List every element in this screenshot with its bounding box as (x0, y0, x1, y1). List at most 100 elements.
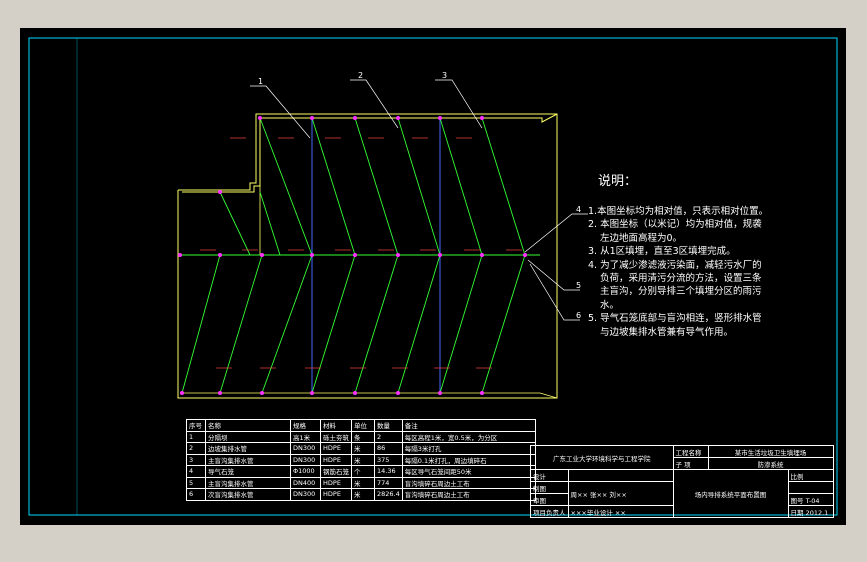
callout-numbers: 1 2 3 4 5 6 (258, 71, 581, 320)
site-boundary-inner (182, 113, 558, 193)
table-row: 4 导气石笼 Φ1000 钢筋石笼 个 14.36 每区导气石笼间距50米 (186, 465, 536, 478)
drafter-names: 周×× 张×× 刘×× (567, 481, 674, 506)
bom-cell: DN300 (290, 442, 321, 455)
elevation-marks (200, 137, 522, 369)
bom-header: 名称 (205, 419, 291, 432)
drawing-name: 场内导排系统平面布置图 (672, 469, 789, 518)
bom-header-row: 序号 名称 规格 材料 单位 数量 备注 (186, 419, 536, 432)
bom-cell: 导气石笼 (205, 465, 291, 478)
site-slope-line (182, 118, 261, 256)
title-block: 广东工业大学环境科学与工程学院 工程名称 某市生活垃圾卫生填埋场 子 项 防渗系… (530, 445, 834, 518)
note-line: 2. 本图坐标（以米记）均为相对值，规袭 (588, 219, 762, 231)
bom-cell: 砾土夯筑 (320, 430, 352, 443)
bom-cell: 3 (186, 453, 206, 466)
bom-cell: 分隔坝 (205, 430, 291, 443)
bom-cell: 每区导气石笼间距50米 (401, 465, 536, 478)
bom-cell: 每区高程1米，宽0.5米，为分区 (401, 430, 536, 443)
note-line: 5. 导气石笼底部与盲沟相连，竖形排水管 (588, 313, 762, 325)
bom-cell: 盲沟填碎石周边土工布 (401, 488, 536, 501)
leader-label: 项目负责人 (530, 505, 569, 518)
bom-cell: 条 (351, 430, 375, 443)
note-line: 左边地面高程为0。 (600, 232, 683, 244)
bom-cell: 2 (186, 442, 206, 455)
bom-cell: 6 (186, 488, 206, 501)
bom-cell: 每隔0.1米打孔，周边填碎石 (401, 453, 536, 466)
table-row: 5 主盲沟集排水管 DN400 HDPE 米 774 盲沟填碎石周边土工布 (186, 476, 536, 489)
check-label: 制图 (530, 481, 569, 494)
bom-cell: 边坡集排水管 (205, 442, 291, 455)
bom-cell: DN300 (290, 488, 321, 501)
bom-cell: 米 (351, 488, 375, 501)
review-label: 审图 (530, 493, 569, 506)
lower-branch-trenches (181, 254, 526, 394)
bom-cell: 每隔3米打孔 (401, 442, 536, 455)
sub-label: 子 项 (672, 457, 709, 470)
bom-cell: 主盲沟集排水管 (205, 476, 291, 489)
bom-cell: HDPE (320, 453, 352, 466)
note-line: 与边坡集排水管兼有导气作用。 (600, 326, 734, 338)
drawing-number: 图号 T-04 (787, 493, 834, 506)
site-plan-drawing: 1 2 3 4 5 6 (28, 37, 838, 516)
bom-cell: 774 (374, 476, 403, 489)
note-line: 1.本图坐标均为相对值，只表示相对位置。 (588, 206, 769, 217)
bom-cell: 个 (351, 465, 375, 478)
bill-of-materials: 序号 名称 规格 材料 单位 数量 备注 1 分隔坝 高1米 砾土夯筑 条 2 … (186, 419, 536, 501)
bom-header: 单位 (351, 419, 375, 432)
bom-cell: HDPE (320, 488, 352, 501)
bom-header: 序号 (186, 419, 206, 432)
ratio-label: 比例 (787, 469, 834, 482)
table-row: 6 次盲沟集排水管 DN300 HDPE 米 2826.4 盲沟填碎石周边土工布 (186, 488, 536, 501)
callout-leaders (250, 79, 588, 321)
bom-cell: 2826.4 (374, 488, 403, 501)
school-name: 广东工业大学环境科学与工程学院 (530, 445, 674, 470)
bom-header: 备注 (401, 419, 536, 432)
upper-branch-trenches (219, 117, 526, 256)
notes-title: 说明： (598, 174, 638, 189)
bom-header: 规格 (290, 419, 321, 432)
note-line: 主盲沟，分别导排三个填埋分区的雨污 (600, 286, 762, 298)
callout-2: 2 (358, 71, 363, 80)
bom-header: 数量 (374, 419, 403, 432)
bom-cell: Φ1000 (290, 465, 321, 478)
bom-cell: 375 (374, 453, 403, 466)
callout-1: 1 (258, 77, 263, 86)
project-label: 工程名称 (672, 445, 709, 458)
gas-vent-nodes (178, 116, 527, 395)
bom-header: 材料 (320, 419, 352, 432)
bom-cell: 主盲沟集排水管 (205, 453, 291, 466)
callout-5: 5 (576, 281, 581, 290)
bom-cell: 米 (351, 476, 375, 489)
bom-cell: 5 (186, 476, 206, 489)
sub-value: 防渗系统 (707, 457, 834, 470)
table-row: 3 主盲沟集排水管 DN300 HDPE 米 375 每隔0.1米打孔，周边填碎… (186, 453, 536, 466)
bom-cell: 高1米 (290, 430, 321, 443)
bom-cell: HDPE (320, 476, 352, 489)
table-row: 2 边坡集排水管 DN300 HDPE 米 86 每隔3米打孔 (186, 442, 536, 455)
bom-cell: DN400 (290, 476, 321, 489)
note-line: 负荷，采用清污分流的方法，设置三条 (600, 273, 762, 285)
callout-4: 4 (576, 205, 581, 214)
bom-cell: 米 (351, 442, 375, 455)
bom-cell: 次盲沟集排水管 (205, 488, 291, 501)
note-line: 水。 (600, 299, 620, 311)
bom-cell: 盲沟填碎石周边土工布 (401, 476, 536, 489)
table-row: 1 分隔坝 高1米 砾土夯筑 条 2 每区高程1米，宽0.5米，为分区 (186, 430, 536, 443)
note-line: 3. 从1区填埋，直至3区填埋完成。 (588, 246, 736, 258)
callout-3: 3 (442, 71, 447, 80)
date-line: ×××毕业设计 ×× (567, 505, 674, 518)
bom-cell: 2 (374, 430, 403, 443)
inner-frame (76, 37, 838, 516)
callout-6: 6 (576, 311, 581, 320)
bom-cell: DN300 (290, 453, 321, 466)
bom-cell: 钢筋石笼 (320, 465, 352, 478)
bom-cell: HDPE (320, 442, 352, 455)
project-value: 某市生活垃圾卫生填埋场 (707, 445, 834, 458)
bom-cell: 1 (186, 430, 206, 443)
bom-cell: 14.36 (374, 465, 403, 478)
design-notes: 说明： 1.本图坐标均为相对值，只表示相对位置。 2. 本图坐标（以米记）均为相… (588, 170, 818, 339)
bom-cell: 4 (186, 465, 206, 478)
note-line: 4. 为了减少渗滤液污染面，减轻污水厂的 (588, 259, 762, 271)
bom-cell: 86 (374, 442, 403, 455)
drawing-date: 日期 2012.1 (787, 505, 834, 518)
site-boundary-outer (177, 113, 558, 399)
